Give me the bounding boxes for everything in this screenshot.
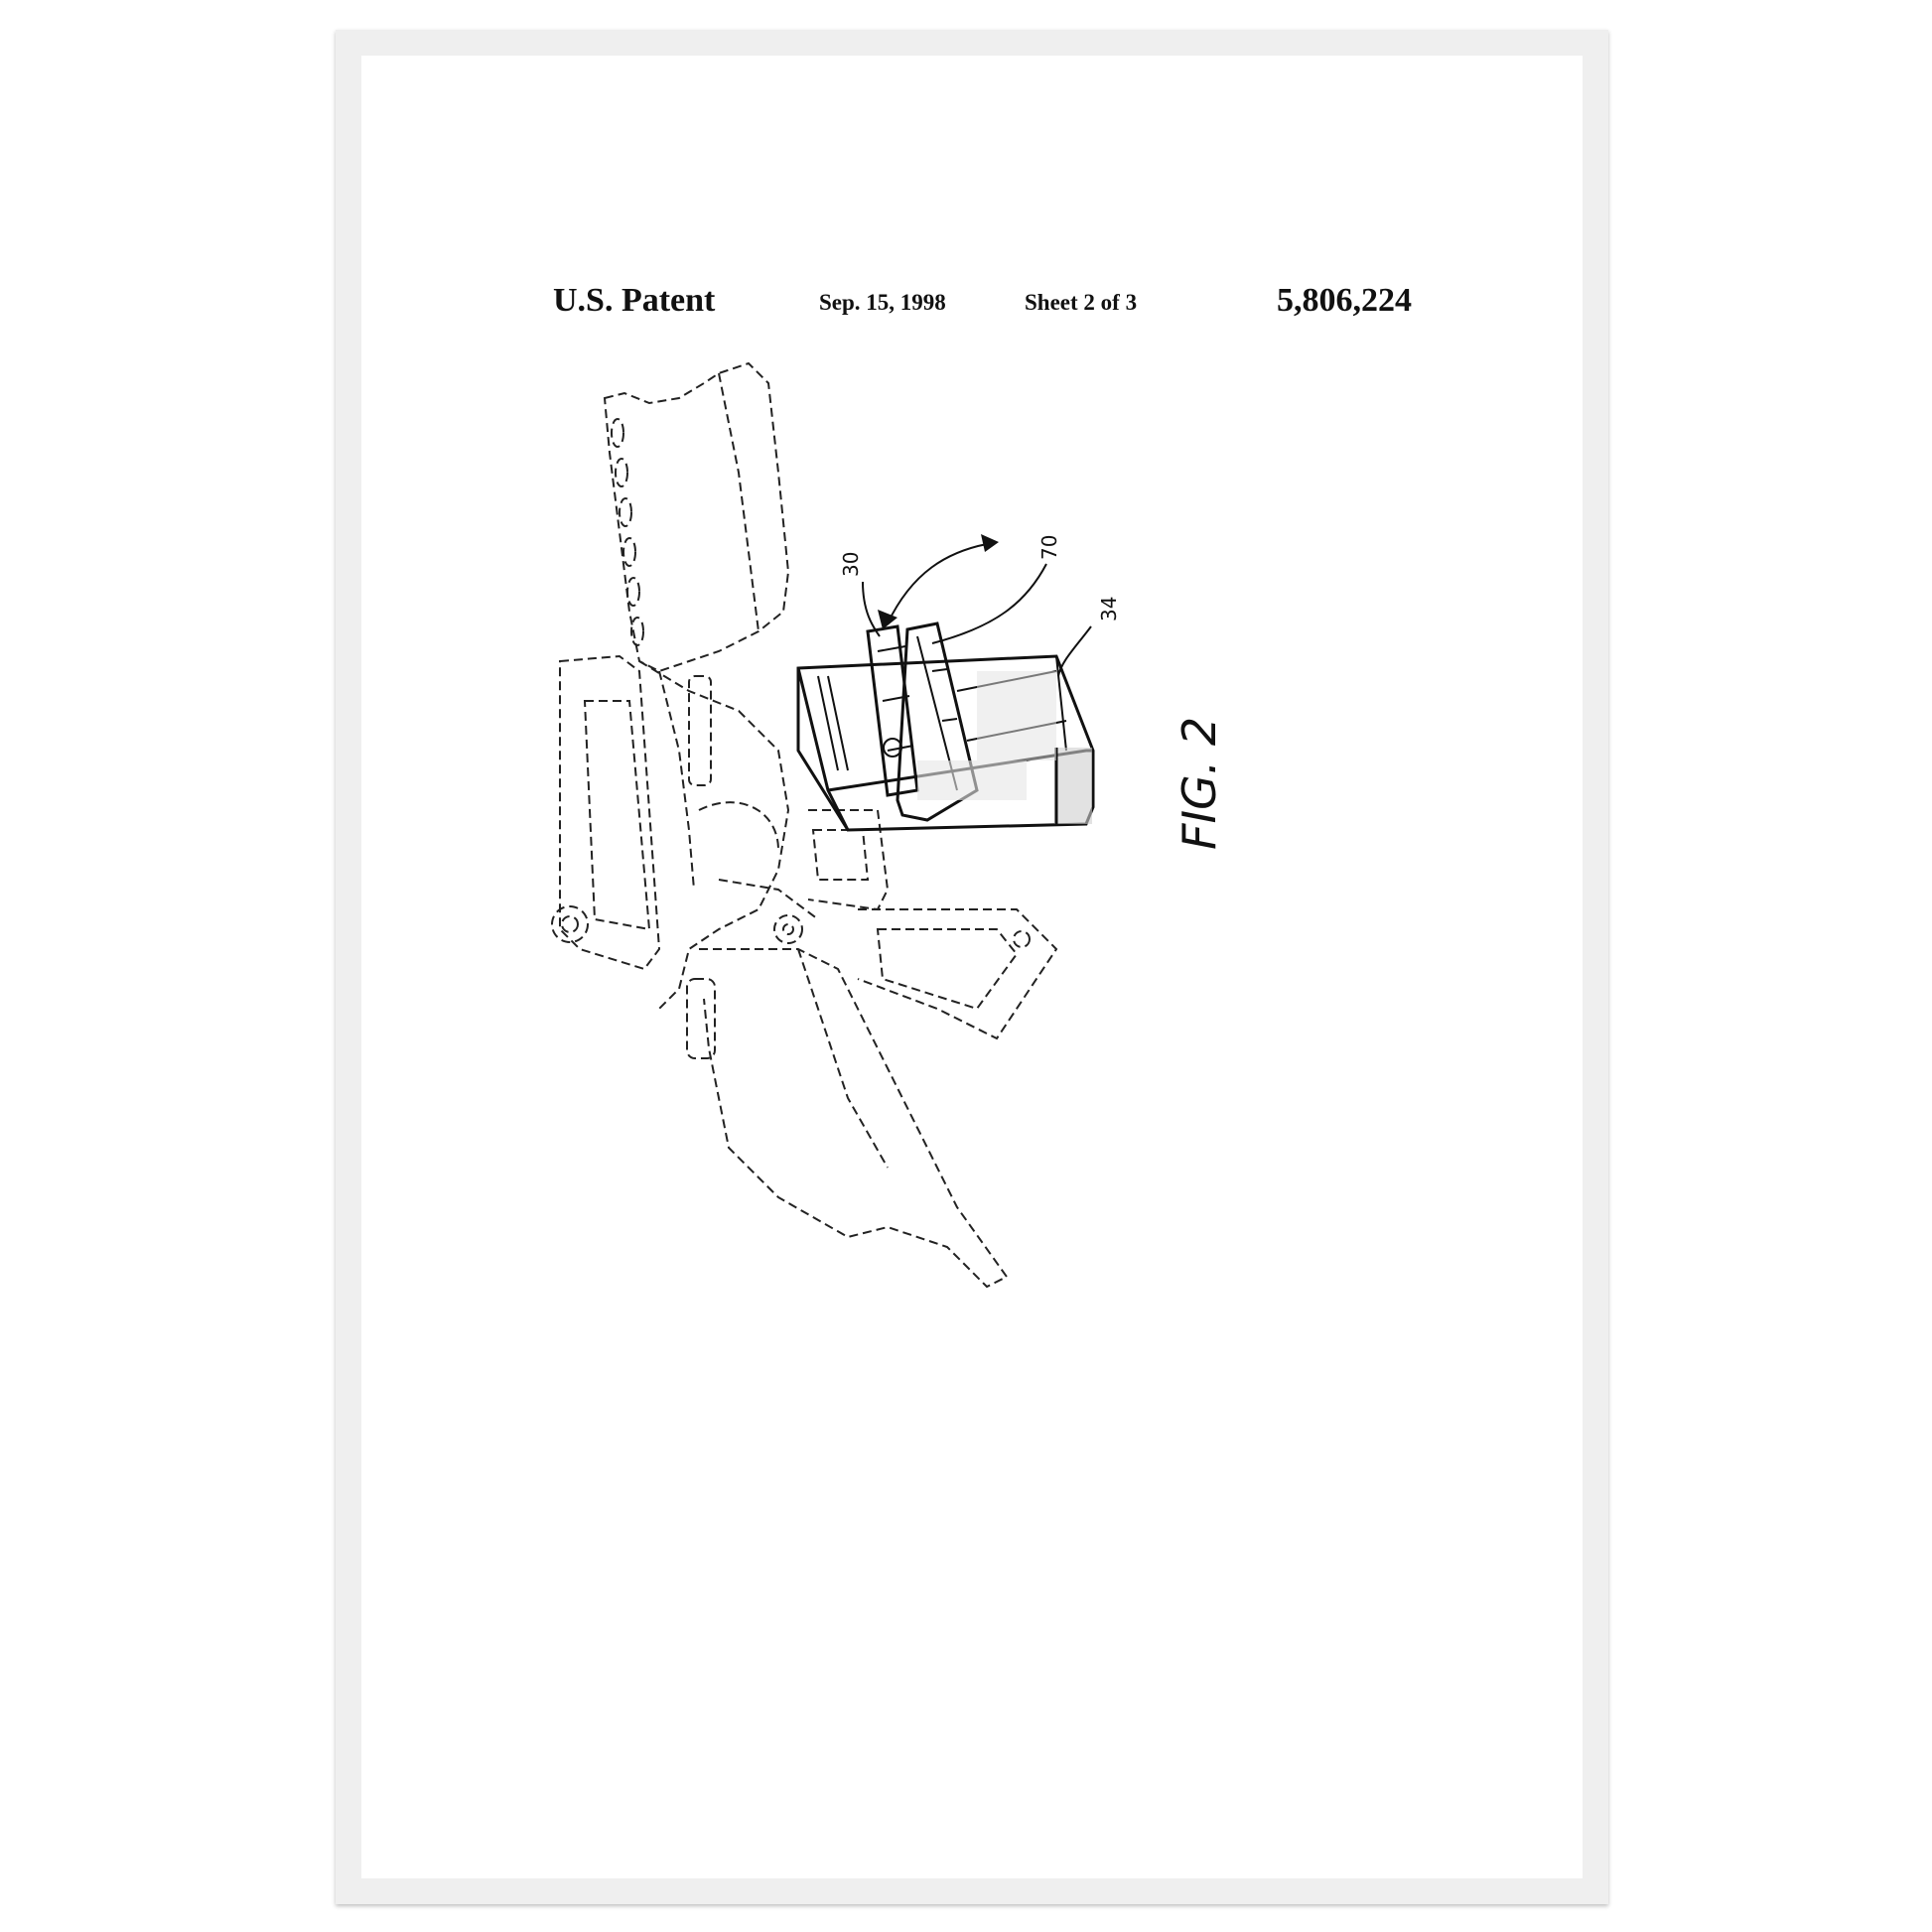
rifle-outline [551, 361, 1058, 1289]
ref-34: 34 [1097, 597, 1121, 621]
magazine-holder [796, 621, 1095, 832]
poster-frame: U.S. Patent Sep. 15, 1998 Sheet 2 of 3 5… [336, 30, 1608, 1904]
patent-number: 5,806,224 [1277, 282, 1412, 319]
rotation-arrow [887, 543, 988, 624]
leader-70 [931, 563, 1047, 644]
leader-34 [1057, 625, 1092, 677]
arrow-head-end [981, 534, 999, 552]
patent-date: Sep. 15, 1998 [819, 290, 946, 315]
patent-sheet: U.S. Patent Sep. 15, 1998 Sheet 2 of 3 5… [361, 56, 1583, 1878]
patent-heading: U.S. Patent [553, 282, 716, 319]
ref-30: 30 [839, 552, 863, 577]
patent-drawing: 30 70 34 FIG. 2 [551, 361, 1226, 1289]
sheet-number: Sheet 2 of 3 [1025, 290, 1138, 315]
figure-label: FIG. 2 [1173, 717, 1226, 850]
arrow-head-start [878, 610, 897, 629]
leader-30 [862, 581, 881, 637]
ref-70: 70 [1037, 535, 1061, 560]
